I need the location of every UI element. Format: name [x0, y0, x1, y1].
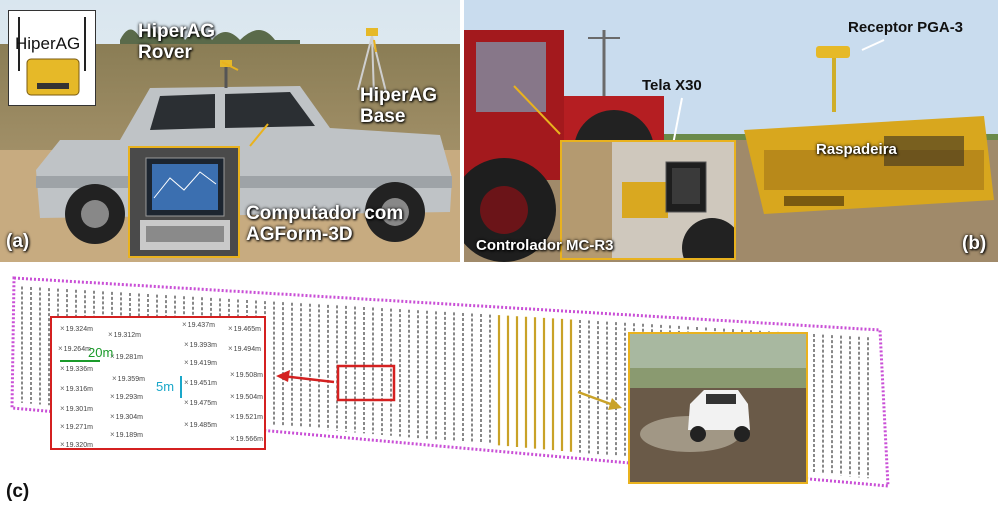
controller-label: Controlador MC-R3	[476, 237, 614, 254]
point-label: 19.521m	[230, 412, 263, 421]
panel-b-tag: (b)	[962, 233, 987, 254]
scale-label-5m: 5m	[156, 379, 175, 394]
gold-arrow-head	[608, 398, 622, 410]
point-label: 19.359m	[112, 374, 145, 383]
point-label: 19.301m	[60, 404, 93, 413]
base-label: HiperAG Base	[360, 85, 438, 127]
rover-label: HiperAG Rover	[138, 21, 216, 63]
scraper-label: Raspadeira	[816, 141, 897, 158]
point-label: 19.281m	[110, 352, 143, 361]
zoom-area-box	[336, 364, 396, 402]
zoom-arrow-head	[276, 370, 290, 382]
point-label: 19.437m	[182, 320, 215, 329]
point-label: 19.189m	[110, 430, 143, 439]
computer-inset	[128, 146, 240, 258]
panel-c-tag: (c)	[6, 481, 30, 502]
panel-c-survey-map: 19.324m 19.312m 19.437m 19.465m 19.264m …	[0, 266, 998, 514]
point-label: 19.508m	[230, 370, 263, 379]
panel-a-hiperag-setup: HiperAG HiperAG Rover HiperAG Base Compu…	[0, 0, 460, 262]
point-label: 19.316m	[60, 384, 93, 393]
scale-label-20m: 20m	[88, 345, 114, 360]
point-label: 19.451m	[184, 378, 217, 387]
point-label: 19.485m	[184, 420, 217, 429]
point-label: 19.465m	[228, 324, 261, 333]
zoomed-points-inset: 19.324m 19.312m 19.437m 19.465m 19.264m …	[50, 316, 266, 450]
point-label: 19.312m	[108, 330, 141, 339]
point-label: 19.494m	[228, 344, 261, 353]
point-label: 19.304m	[110, 412, 143, 421]
controller-screen-icon	[562, 142, 734, 258]
hiperag-receiver-icon	[18, 17, 86, 96]
point-label: 19.566m	[230, 434, 263, 443]
laptop-icon	[130, 148, 238, 256]
gold-arrow	[577, 390, 617, 408]
hiperag-logo-inset: HiperAG	[8, 10, 96, 106]
truck-photo	[630, 334, 806, 482]
point-label: 19.264m	[58, 344, 91, 353]
zoom-arrow	[281, 374, 335, 384]
point-label: 19.324m	[60, 324, 93, 333]
point-label: 19.419m	[184, 358, 217, 367]
point-label: 19.271m	[60, 422, 93, 431]
point-label: 19.293m	[110, 392, 143, 401]
point-label: 19.475m	[184, 398, 217, 407]
hiperag-logo-text: HiperAG	[15, 34, 81, 53]
scale-bar-5m	[180, 376, 182, 398]
computer-label: Computador com AGForm-3D	[246, 203, 404, 245]
panel-b-scraper-setup: Receptor PGA-3 Tela X30 Raspadeira Contr…	[464, 0, 998, 262]
gold-tracks	[497, 315, 573, 452]
scale-bar-20m	[60, 360, 100, 362]
point-label: 19.393m	[184, 340, 217, 349]
point-label: 19.336m	[60, 364, 93, 373]
controller-inset	[560, 140, 736, 260]
receiver-label: Receptor PGA-3	[848, 19, 964, 36]
screen-label: Tela X30	[642, 77, 702, 94]
truck-field-inset	[628, 332, 808, 484]
panel-a-tag: (a)	[6, 231, 30, 252]
point-label: 19.504m	[230, 392, 263, 401]
point-label: 19.320m	[60, 440, 93, 449]
